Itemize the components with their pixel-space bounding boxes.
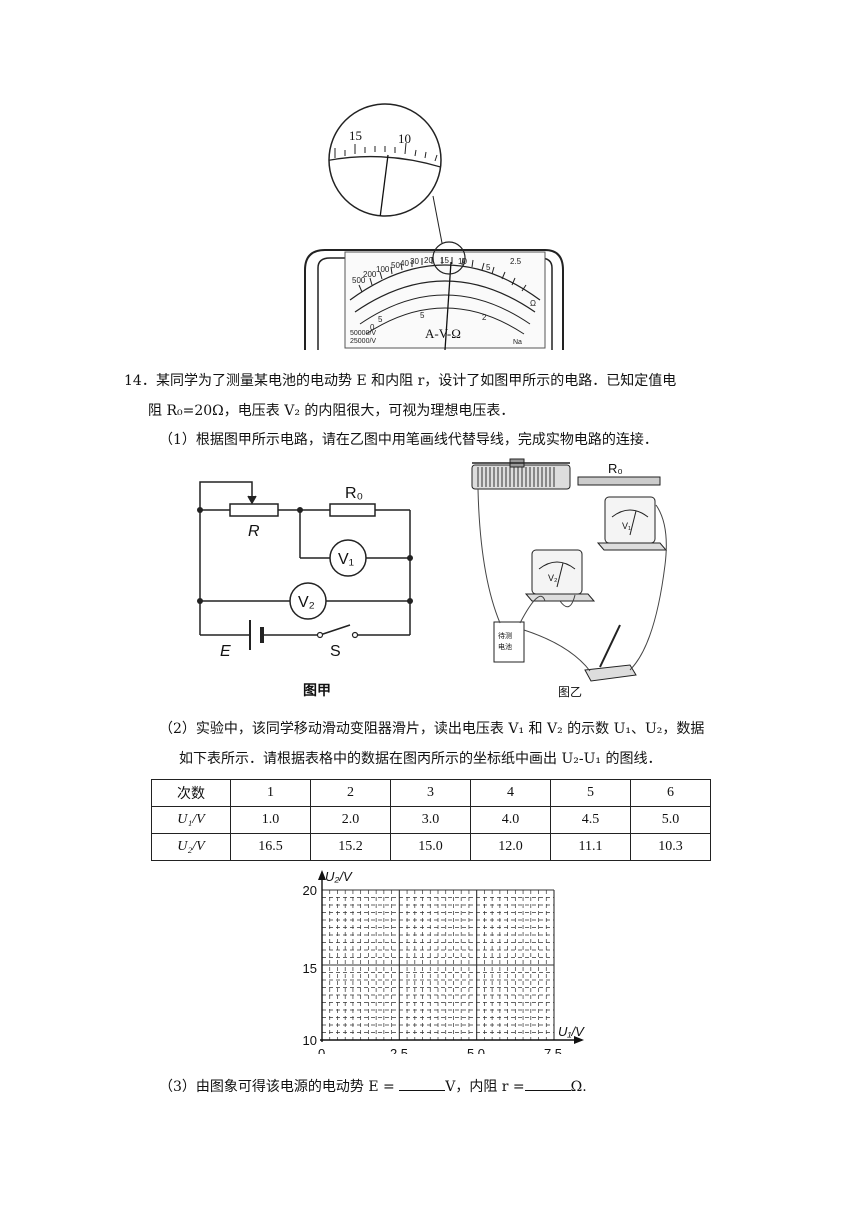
scale-label: 20 xyxy=(424,256,433,265)
circuit-diagram-jia: R R₀ V₁ V₂ E S 图甲 xyxy=(197,481,413,698)
caption-jia: 图甲 xyxy=(303,682,331,698)
battery-label-2: 电池 xyxy=(498,642,512,651)
question-line2: 阻 R₀=20Ω，电压表 V₂ 的内阻很大，可视为理想电压表． xyxy=(148,403,515,419)
row-label-u1: U₁/V xyxy=(151,806,231,834)
part3-suffix: Ω. xyxy=(570,1079,587,1095)
y-axis-label: U₂/V xyxy=(325,869,353,884)
emf-answer-blank[interactable] xyxy=(399,1076,446,1091)
table-cell: 5.0 xyxy=(630,806,711,834)
x-axis-label: U₁/V xyxy=(558,1024,585,1039)
part2-line1: （2）实验中，该同学移动滑动变阻器滑片，读出电压表 V₁ 和 V₂ 的示数 U₁… xyxy=(159,721,705,737)
table-cell: 15.2 xyxy=(310,833,391,861)
scale-label: 50 xyxy=(391,261,400,270)
table-col-header: 6 xyxy=(630,779,711,807)
resistance-answer-blank[interactable] xyxy=(524,1076,571,1091)
physical-circuit-yi: R₀ V₁ V₂ 待测 电池 图乙 xyxy=(471,458,668,699)
table-cell: 4.0 xyxy=(470,806,551,834)
table-row-u2: U₂/V 16.5 15.2 15.0 12.0 11.1 10.3 xyxy=(151,833,711,861)
table-col-header: 2 xyxy=(310,779,391,807)
x-axis-arrow xyxy=(574,1036,584,1044)
graph-paper: U₂/V U₁/V 20 15 10 0 2.5 5.0 7.5 xyxy=(303,869,586,1054)
caption-yi: 图乙 xyxy=(558,685,582,699)
data-table: 次数 1 2 3 4 5 6 U₁/V 1.0 2.0 3.0 4.0 4.5 … xyxy=(151,779,711,861)
meter-center-label: A-V-Ω xyxy=(425,326,461,341)
table-header-row: 次数 1 2 3 4 5 6 xyxy=(151,779,711,807)
x-tick-0: 0 xyxy=(318,1046,325,1054)
scale-label: 10 xyxy=(458,257,467,266)
scale-label: 5 xyxy=(486,263,491,272)
y-axis-arrow xyxy=(318,870,326,880)
table-cell: 4.5 xyxy=(550,806,631,834)
label-V1: V₁ xyxy=(338,551,354,568)
table-cell: 1.0 xyxy=(230,806,311,834)
table-cell: 12.0 xyxy=(470,833,551,861)
label-E: E xyxy=(220,643,231,660)
question-line1: 某同学为了测量某电池的电动势 E 和内阻 r，设计了如图甲所示的电路．已知定值电 xyxy=(156,373,677,389)
spec-label: 50000/V xyxy=(350,330,376,337)
x-tick-2.5: 2.5 xyxy=(390,1046,408,1054)
scale-label: 2.5 xyxy=(510,257,522,266)
zoom-label-15: 15 xyxy=(349,128,362,143)
part1-text: （1）根据图甲所示电路，请在乙图中用笔画线代替导线，完成实物电路的连接． xyxy=(159,432,658,448)
table-cell: 2.0 xyxy=(310,806,391,834)
scale-label: 15 xyxy=(440,256,449,265)
part3-prefix: （3）由图象可得该电源的电动势 E = xyxy=(159,1079,395,1095)
table-row-u1: U₁/V 1.0 2.0 3.0 4.0 4.5 5.0 xyxy=(151,806,711,834)
brand-label: Na xyxy=(513,339,522,346)
part3-mid: V，内阻 r = xyxy=(445,1079,525,1095)
table-cell: 10.3 xyxy=(630,833,711,861)
label-V1-yi: V₁ xyxy=(622,521,631,531)
label-R0-yi: R₀ xyxy=(608,461,623,476)
scale-label: 100 xyxy=(376,265,390,274)
question-number: 14． xyxy=(124,373,156,389)
x-tick-7.5: 7.5 xyxy=(544,1046,562,1054)
label-V2-yi: V₂ xyxy=(548,573,558,583)
y-tick-20: 20 xyxy=(303,883,317,898)
table-cell: 16.5 xyxy=(230,833,311,861)
label-R0: R₀ xyxy=(345,485,363,502)
part2-line2: 如下表所示．请根据表格中的数据在图丙所示的坐标纸中画出 U₂-U₁ 的图线． xyxy=(179,751,662,767)
ohm-symbol: Ω xyxy=(530,299,536,308)
table-col-header: 4 xyxy=(470,779,551,807)
y-tick-15: 15 xyxy=(303,961,317,976)
label-R: R xyxy=(248,523,260,540)
table-col-header: 3 xyxy=(390,779,471,807)
spec-label: 25000/V xyxy=(350,338,376,345)
multimeter-figure: 500 200 100 50 40 30 20 15 10 5 2.5 Ω 5 … xyxy=(304,103,564,351)
scale-label: 30 xyxy=(410,257,419,266)
table-header-label: 次数 xyxy=(151,779,231,807)
table-cell: 11.1 xyxy=(550,833,631,861)
part3-line: （3）由图象可得该电源的电动势 E = V，内阻 r = Ω. xyxy=(159,1076,587,1097)
scale-label: 5 xyxy=(378,315,383,324)
zoom-label-10: 10 xyxy=(398,131,411,146)
scale-label: 5 xyxy=(420,311,425,320)
scale-label: 500 xyxy=(352,276,366,285)
battery-label-1: 待测 xyxy=(498,631,512,640)
scale-label: 0 xyxy=(370,323,375,332)
label-S: S xyxy=(330,643,341,660)
scale-label: 40 xyxy=(400,259,409,268)
table-col-header: 5 xyxy=(550,779,631,807)
table-cell: 15.0 xyxy=(390,833,471,861)
row-label-u2: U₂/V xyxy=(151,833,231,861)
scale-label: 2 xyxy=(482,313,487,322)
table-col-header: 1 xyxy=(230,779,311,807)
label-V2: V₂ xyxy=(298,594,315,611)
y-tick-10: 10 xyxy=(303,1033,317,1048)
table-cell: 3.0 xyxy=(390,806,471,834)
x-tick-5.0: 5.0 xyxy=(467,1046,485,1054)
scale-label: 200 xyxy=(363,270,377,279)
